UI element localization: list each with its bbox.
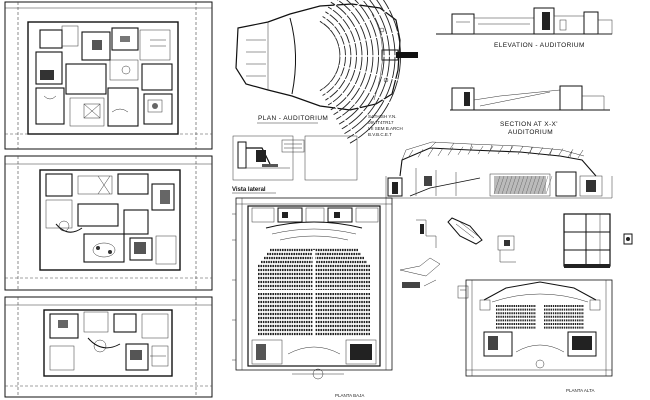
house-plan-panel-2 bbox=[4, 155, 213, 291]
aisle-line bbox=[322, 88, 359, 140]
roof-truss bbox=[407, 145, 584, 159]
truss-member bbox=[407, 149, 414, 159]
planta-alta-drawing bbox=[465, 279, 613, 377]
truss-member bbox=[467, 146, 474, 155]
seat-detail bbox=[232, 135, 305, 181]
elevation-title: ELEVATION - AUDITORIUM bbox=[494, 42, 585, 49]
aisle-line bbox=[329, 81, 377, 124]
stage-hatch bbox=[493, 175, 553, 195]
hatch-line bbox=[505, 175, 513, 195]
plan-auditorium-title: PLAN - AUDITORIUM bbox=[258, 115, 328, 122]
truss-member bbox=[517, 146, 524, 155]
detail-box bbox=[304, 135, 358, 181]
aisle-line bbox=[335, 8, 390, 39]
seating-grid-alta bbox=[496, 305, 584, 329]
author-college: B.V.B.C.E.T bbox=[368, 132, 392, 137]
aisle-line bbox=[335, 73, 390, 104]
hatch-line bbox=[513, 175, 521, 195]
aisle-line bbox=[329, 0, 365, 31]
truss-member bbox=[447, 147, 454, 156]
construction-details bbox=[399, 217, 516, 299]
house-plan-panel-3 bbox=[4, 296, 213, 398]
truss-member bbox=[577, 149, 584, 159]
hatch-line bbox=[493, 175, 501, 195]
truss-member bbox=[477, 146, 484, 155]
house-plan-panel-1 bbox=[4, 1, 213, 150]
hatch-line bbox=[517, 175, 525, 195]
planta-baja-label: PLANTA BAJA bbox=[335, 393, 364, 398]
planta-baja-drawing bbox=[232, 197, 393, 380]
planta-alta-label: PLANTA ALTA bbox=[566, 388, 595, 393]
author-id: 09VIT4TR17 bbox=[368, 120, 394, 125]
section-title-line-1: SECTION AT X-X' bbox=[500, 121, 558, 128]
lateral-section bbox=[385, 141, 613, 199]
author-name: SATHISH Y.N. bbox=[368, 114, 397, 119]
hatch-line bbox=[537, 175, 545, 195]
truss-member bbox=[417, 149, 424, 158]
hatch-line bbox=[509, 175, 517, 195]
truss-member bbox=[537, 147, 544, 156]
stair-detail bbox=[563, 213, 633, 268]
hatch-line bbox=[529, 175, 537, 195]
aisle-line bbox=[338, 64, 399, 81]
vista-lateral-label: Vista lateral bbox=[232, 187, 266, 193]
author-semester: VII SEM B.ARCH bbox=[368, 126, 403, 131]
aisle-line bbox=[338, 31, 399, 48]
section-drawing bbox=[450, 85, 610, 111]
auditorium-plan bbox=[235, 0, 418, 144]
hatch-line bbox=[541, 175, 549, 195]
hatch-line bbox=[497, 175, 505, 195]
hatch-line bbox=[501, 175, 509, 195]
truss-member bbox=[437, 147, 444, 157]
hatch-line bbox=[545, 175, 553, 195]
elevation-drawing bbox=[436, 7, 613, 35]
truss-member bbox=[547, 147, 554, 157]
truss-member bbox=[567, 149, 574, 158]
hatch-line bbox=[521, 175, 529, 195]
truss-member bbox=[457, 146, 464, 155]
hatch-line bbox=[525, 175, 533, 195]
truss-member bbox=[507, 146, 514, 155]
truss-member bbox=[487, 145, 494, 155]
truss-member bbox=[557, 148, 564, 157]
truss-member bbox=[427, 148, 434, 157]
truss-member bbox=[527, 146, 534, 155]
hatch-line bbox=[533, 175, 541, 195]
truss-member bbox=[497, 145, 504, 155]
section-title-line-2: AUDITORIUM bbox=[508, 129, 553, 136]
aisle-line bbox=[322, 0, 341, 24]
seat-row-arc bbox=[319, 20, 341, 92]
